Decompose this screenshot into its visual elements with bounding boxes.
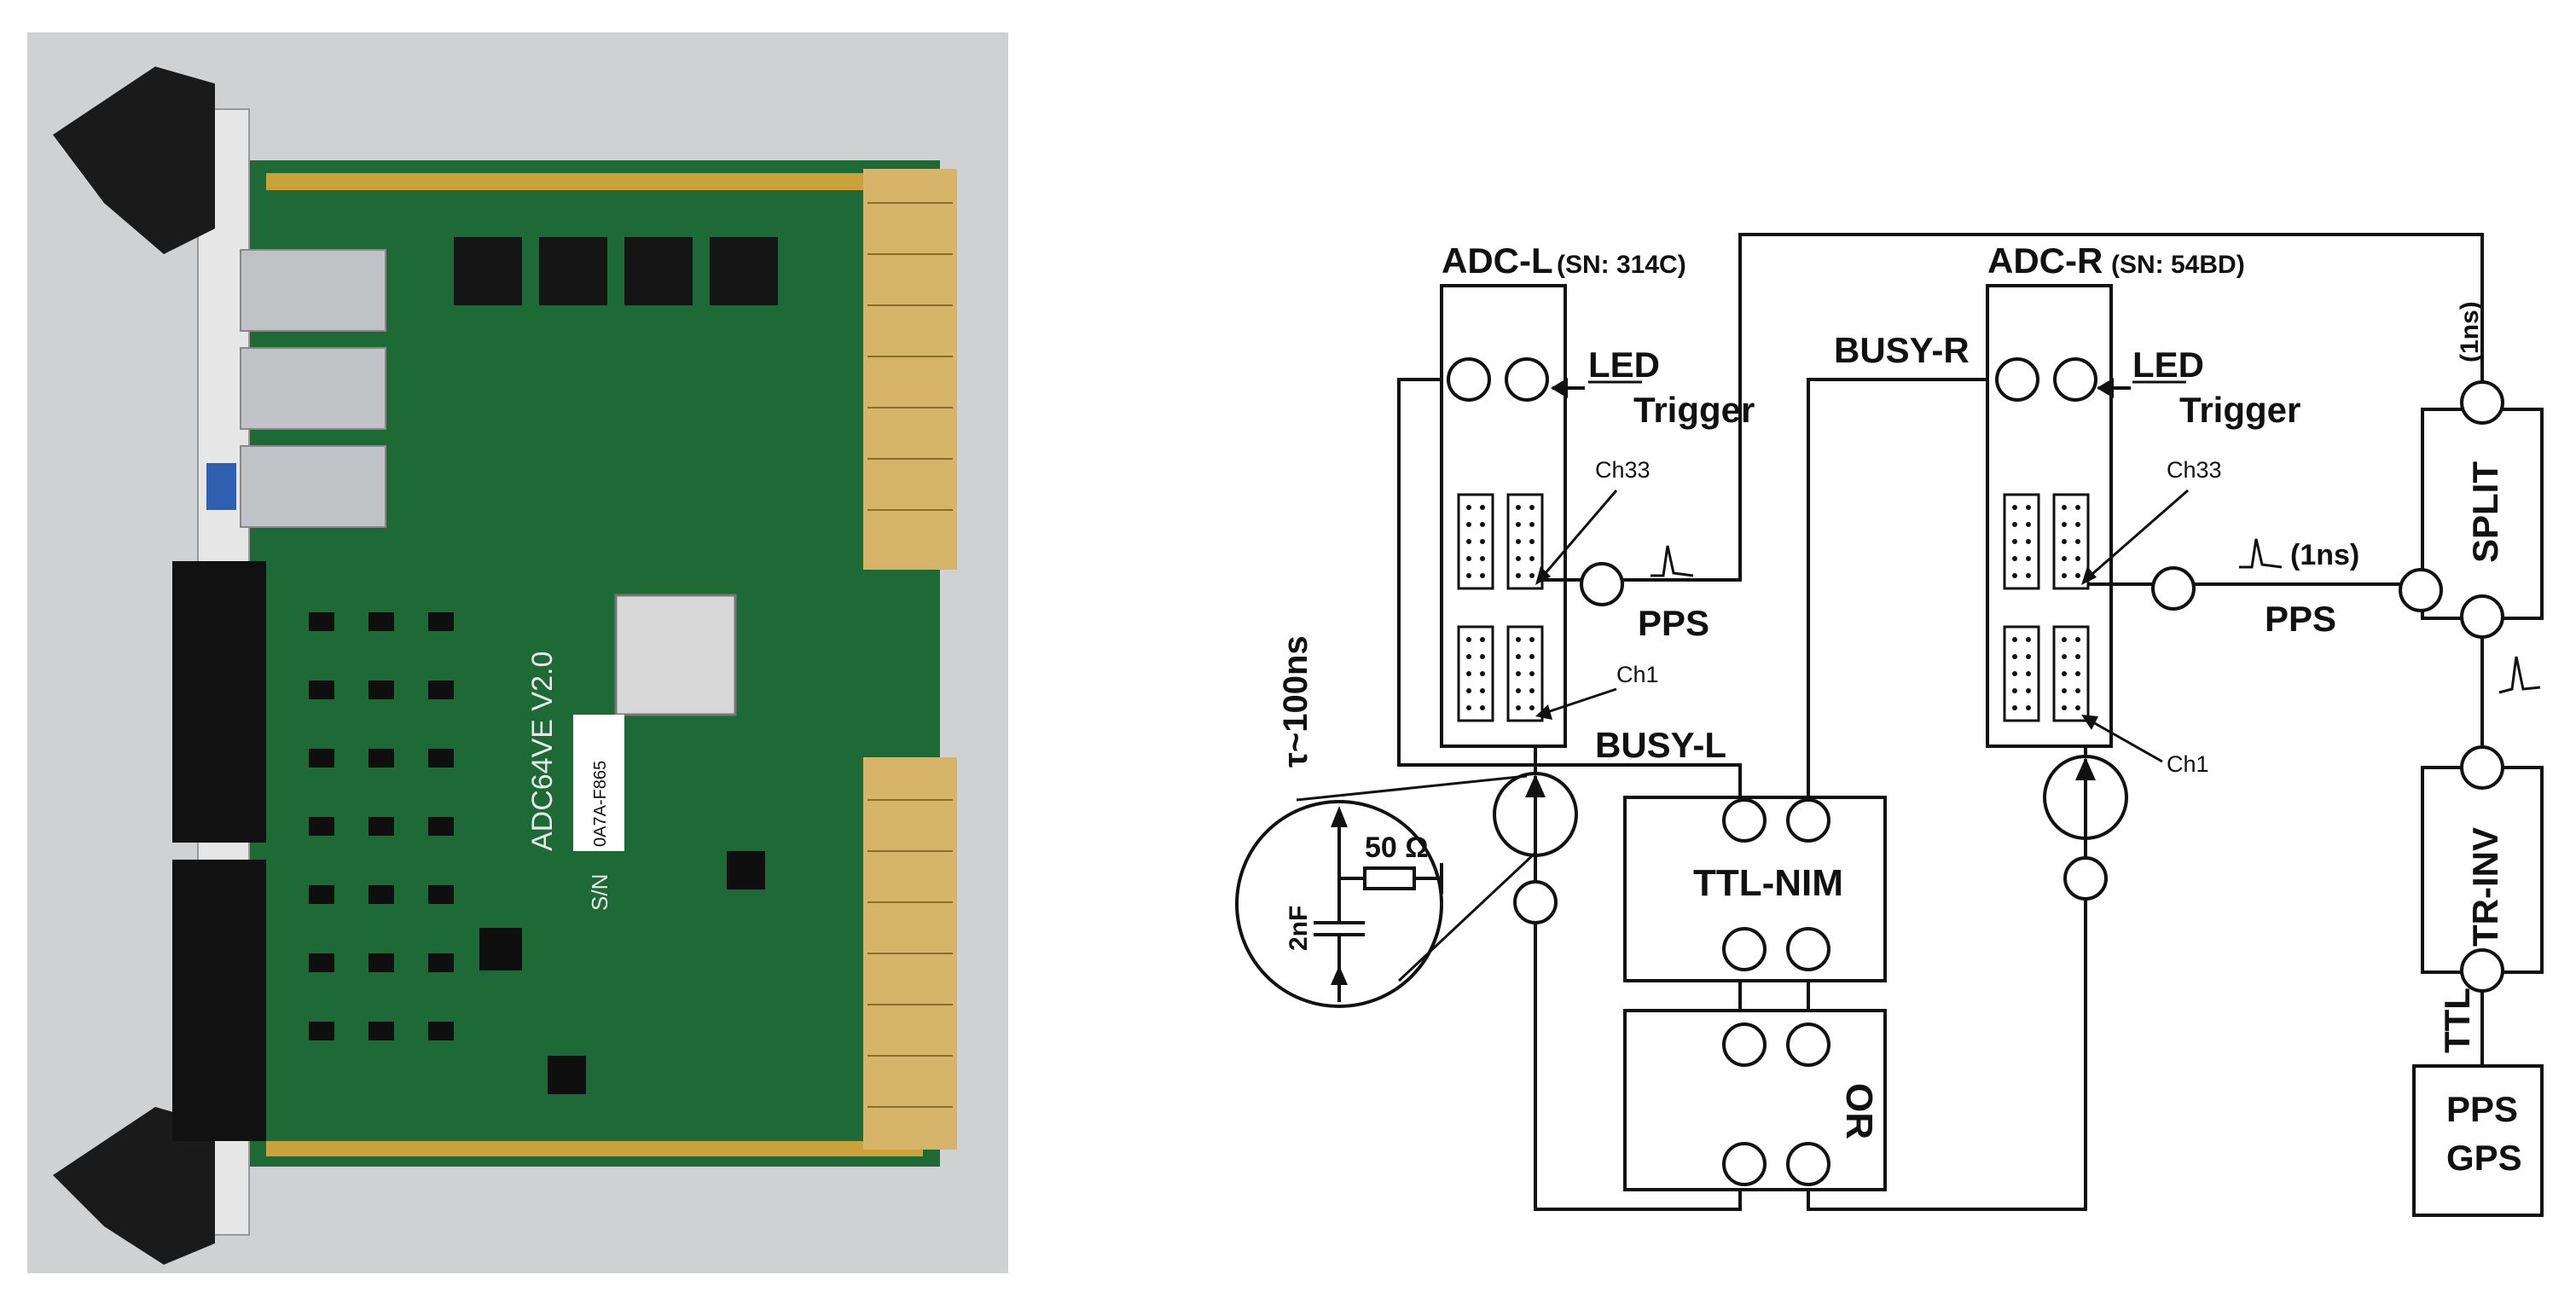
- adc-r-busy-connector: [1995, 357, 2039, 402]
- board-marking: ADC64VE V2.0: [526, 652, 559, 851]
- split-module: [2421, 408, 2544, 620]
- split-bottom-connector: [2460, 594, 2504, 639]
- backplane-connector: [863, 169, 957, 570]
- sn-prefix: S/N: [587, 874, 612, 911]
- adc-r-sn: (SN: 54BD): [2111, 251, 2245, 279]
- or-out-2: [1786, 1142, 1830, 1186]
- one-ns-mid-label: (1ns): [2290, 539, 2359, 571]
- adc-l-led-connector: [1505, 357, 1549, 402]
- ttl-nim-out-1: [1722, 927, 1767, 971]
- sn-sticker-text: 0A7A-F865: [591, 761, 610, 847]
- adc-r-led-label: LED: [2132, 345, 2204, 385]
- capacitor-label: 2nF: [1285, 906, 1313, 951]
- tr-inv-bottom-connector: [2460, 948, 2504, 993]
- ejector-handle-top: [53, 67, 215, 254]
- adc-l-channel-blocks: [1457, 493, 1544, 722]
- ejector-handle-bottom: [53, 1107, 215, 1265]
- pulse-icon-left: [1651, 545, 1694, 577]
- adc-r-channel-blocks: [2003, 493, 2090, 722]
- tau-label: τ~100ns: [1277, 635, 1314, 768]
- adc-r-trigger-label: Trigger: [2179, 390, 2300, 430]
- board-photo: 0A7A-F865 ADC64VE V2.0 S/N: [27, 32, 1008, 1273]
- split-label: SPLIT: [2465, 461, 2505, 563]
- pps-gps-module: [2412, 1064, 2544, 1217]
- adc-r-name: ADC-R: [1987, 240, 2103, 281]
- adc-chip: [454, 237, 522, 305]
- tr-inv-module: [2421, 766, 2544, 974]
- sfp-cage: [240, 249, 386, 332]
- adc-l-busy-connector: [1447, 357, 1491, 402]
- busy-r-label: BUSY-R: [1834, 330, 1970, 370]
- adc-l-ch1-label: Ch1: [1616, 662, 1659, 687]
- resistor-label: 50 Ω: [1365, 831, 1429, 864]
- ttl-label: TTL: [2437, 988, 2477, 1053]
- sn-sticker: [573, 715, 624, 851]
- adc-l-trigger-label: Trigger: [1633, 390, 1755, 430]
- pulse-icon-right: [2239, 538, 2283, 569]
- front-connector: [172, 561, 266, 843]
- adc-l-ch33-label: Ch33: [1595, 457, 1651, 483]
- resistor-symbol: [1363, 866, 1416, 890]
- sfp-cage: [240, 445, 386, 528]
- or-label: OR: [1838, 1083, 1880, 1139]
- split-top-connector: [2460, 380, 2504, 425]
- or-in-2: [1786, 1023, 1830, 1067]
- busy-l-label: BUSY-L: [1595, 725, 1726, 765]
- fpga-chip: [614, 594, 737, 716]
- left-lemo-connector: [1513, 880, 1558, 924]
- adc-r-ch1-label: Ch1: [2167, 751, 2209, 777]
- ttl-nim-in-2: [1786, 798, 1830, 843]
- front-connector: [172, 860, 266, 1141]
- ttl-nim-out-2: [1786, 927, 1830, 971]
- wire-pps-split: [1621, 233, 2484, 582]
- pps-gps-line1: PPS: [2446, 1089, 2518, 1129]
- adc-chip: [710, 237, 778, 305]
- adc-l-name: ADC-L: [1442, 240, 1553, 281]
- adc-r-led-connector: [2053, 357, 2097, 402]
- split-left-connector: [2399, 568, 2443, 612]
- adc-r-pps-label: PPS: [2265, 599, 2336, 639]
- sfp-cage: [240, 347, 386, 430]
- pps-gps-line2: GPS: [2446, 1138, 2522, 1178]
- or-out-1: [1722, 1142, 1767, 1186]
- adc-l-sn: (SN: 314C): [1557, 251, 1686, 279]
- right-lemo-connector: [2063, 856, 2108, 901]
- adc-chip: [539, 237, 607, 305]
- pulse-icon-split: [2498, 656, 2541, 694]
- ttl-nim-in-1: [1722, 798, 1767, 843]
- tr-inv-label: TR-INV: [2465, 827, 2505, 947]
- adc-l-led-label: LED: [1588, 345, 1660, 385]
- adc-l-pps-label: PPS: [1638, 603, 1709, 643]
- wire-busy-r: [1807, 378, 2000, 819]
- wire-busy-l: [1397, 378, 1742, 819]
- adc-chip: [624, 237, 693, 305]
- adc-l-pps-connector: [1580, 562, 1624, 606]
- adc-r-ch33-label: Ch33: [2167, 457, 2222, 483]
- one-ns-top-label: (1ns): [2456, 301, 2484, 362]
- or-in-1: [1722, 1023, 1767, 1067]
- adc-r-pps-connector: [2151, 566, 2196, 611]
- ttl-nim-label: TTL-NIM: [1693, 862, 1843, 904]
- tr-inv-top-connector: [2460, 745, 2504, 790]
